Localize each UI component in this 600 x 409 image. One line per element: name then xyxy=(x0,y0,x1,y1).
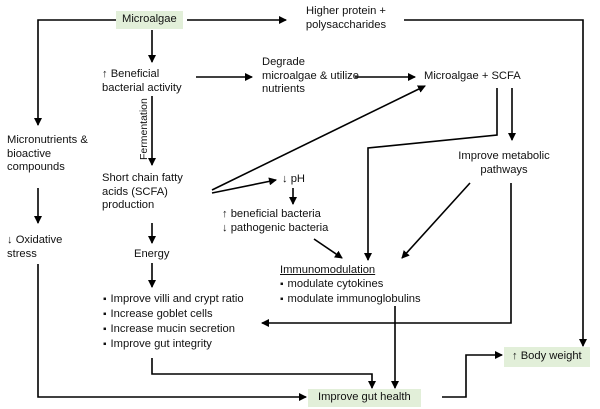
node-oxidative-line-2: stress xyxy=(7,247,37,260)
arrow-oxidative-to-gut-health xyxy=(37,264,307,401)
node-microalgae: Microalgae xyxy=(116,11,183,29)
node-micronutrients-line-3: compounds xyxy=(7,161,65,173)
arrow-metabolic-to-immunomodulation xyxy=(401,182,471,259)
arrow-bacteria-to-immunomodulation xyxy=(313,238,343,259)
node-metabolic-line-1: Improve metabolic xyxy=(458,150,550,162)
node-microalgae-scfa: Microalgae + SCFA xyxy=(424,70,521,84)
arrow-gut-effects-to-gut-health xyxy=(151,358,376,389)
node-immunomodulation-item-1: modulate cytokines xyxy=(280,277,421,292)
node-higher-protein-line-1: Higher protein + xyxy=(306,5,386,17)
node-body-weight-label: ↑ Body weight xyxy=(512,350,582,362)
node-micronutrients: Micronutrients & bioactive compounds xyxy=(7,134,88,175)
node-degrade-line-3: nutrients xyxy=(262,83,305,95)
node-micronutrients-line-1: Micronutrients & xyxy=(7,134,88,146)
node-gut-health: Improve gut health xyxy=(308,389,421,407)
node-beneficial-activity: ↑ Beneficial bacterial activity xyxy=(102,68,182,95)
arrow-scfa-production-to-microalgae-scfa xyxy=(211,85,426,191)
node-ph-label: ↓ pH xyxy=(282,173,306,185)
node-metabolic-line-2: pathways xyxy=(480,163,528,176)
node-scfa-line-3: production xyxy=(102,199,155,211)
node-bacteria-line-1: ↑ beneficial bacteria xyxy=(222,208,321,220)
node-micronutrients-line-2: bioactive xyxy=(7,147,52,160)
node-bacteria: ↑ beneficial bacteria ↓ pathogenic bacte… xyxy=(222,208,328,235)
node-bacteria-line-2: ↓ pathogenic bacteria xyxy=(222,221,329,234)
node-body-weight: ↑ Body weight xyxy=(504,347,590,367)
node-immunomodulation-item-2: modulate immunoglobulins xyxy=(280,292,421,307)
node-energy: Energy xyxy=(134,248,169,262)
node-degrade-line-1: Degrade xyxy=(262,56,305,68)
node-oxidative-stress: ↓ Oxidative stress xyxy=(7,234,62,261)
node-beneficial-line-1: ↑ Beneficial xyxy=(102,68,160,80)
node-scfa-line-1: Short chain fatty xyxy=(102,172,183,184)
node-higher-protein: Higher protein + polysaccharides xyxy=(291,5,401,32)
node-microalgae-scfa-label: Microalgae + SCFA xyxy=(424,70,521,82)
node-ph: ↓ pH xyxy=(282,173,305,187)
node-scfa-production: Short chain fatty acids (SCFA) productio… xyxy=(102,172,183,213)
arrow-gut-health-to-bodyweight xyxy=(442,351,503,398)
label-fermentation-text: Fermentation xyxy=(138,98,150,160)
node-gut-effects-item-4: Improve gut integrity xyxy=(103,337,244,352)
node-immunomodulation: Immunomodulation modulate cytokines modu… xyxy=(280,263,421,307)
node-higher-protein-line-2: polysaccharides xyxy=(305,18,387,31)
node-oxidative-line-1: ↓ Oxidative xyxy=(7,234,63,246)
arrow-scfa-production-to-ph xyxy=(211,177,277,194)
node-immunomodulation-title: Immunomodulation xyxy=(280,264,376,276)
node-microalgae-label: Microalgae xyxy=(122,13,177,25)
node-scfa-line-2: acids (SCFA) xyxy=(102,185,168,198)
label-fermentation: Fermentation xyxy=(138,98,150,160)
node-gut-effects-item-1: Improve villi and crypt ratio xyxy=(103,292,244,307)
node-degrade: Degrade microalgae & utilize nutrients xyxy=(262,56,359,97)
node-improve-metabolic: Improve metabolic pathways xyxy=(449,150,559,177)
arrow-protein-to-bodyweight xyxy=(404,19,587,347)
arrow-metabolic-to-gut-effects xyxy=(261,183,512,327)
node-gut-effects-item-2: Increase goblet cells xyxy=(103,307,244,322)
node-gut-effects-item-3: Increase mucin secretion xyxy=(103,322,244,337)
node-energy-label: Energy xyxy=(134,248,170,260)
node-degrade-line-2: microalgae & utilize xyxy=(262,69,360,82)
arrow-microalgae-to-micronutrients xyxy=(34,19,116,126)
node-gut-effects: Improve villi and crypt ratio Increase g… xyxy=(103,292,244,352)
node-gut-health-label: Improve gut health xyxy=(318,391,411,403)
arrow-microalgae-scfa-to-immunomodulation xyxy=(364,88,498,261)
node-beneficial-line-2: bacterial activity xyxy=(102,81,182,94)
